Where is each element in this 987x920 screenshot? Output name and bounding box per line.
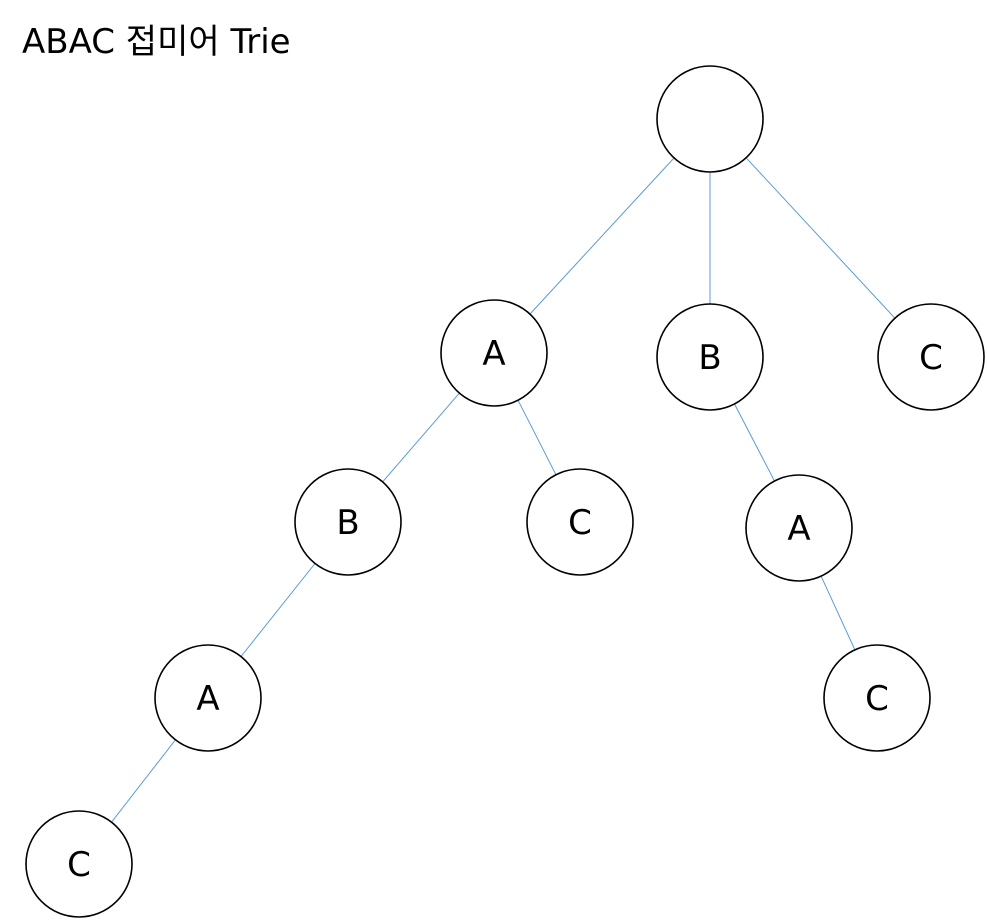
- trie-node-ab: B: [294, 468, 402, 576]
- node-circle: [294, 468, 402, 576]
- node-circle: [440, 299, 548, 407]
- edge-n_ABA-n_ABAC: [111, 739, 176, 823]
- node-label: C: [865, 679, 889, 719]
- edge-root-n_C: [745, 157, 896, 319]
- node-label: A: [482, 334, 505, 374]
- edges-layer: [111, 157, 896, 823]
- trie-node-ba: A: [745, 474, 853, 582]
- trie-node-ac: C: [526, 468, 634, 576]
- edge-n_BA-n_BAC: [820, 575, 856, 651]
- node-circle: [526, 468, 634, 576]
- edge-n_A-n_AC: [517, 399, 557, 476]
- trie-node-bac: C: [823, 644, 931, 752]
- node-label: B: [336, 503, 359, 543]
- node-label: B: [698, 338, 721, 378]
- edge-n_A-n_AB: [382, 392, 460, 483]
- trie-node-abac: C: [25, 810, 133, 918]
- edge-n_B-n_BA: [734, 403, 775, 482]
- node-circle: [154, 644, 262, 752]
- node-circle: [656, 65, 764, 173]
- trie-node-b: B: [656, 303, 764, 411]
- trie-node-aba: A: [154, 644, 262, 752]
- node-label: A: [196, 679, 219, 719]
- node-circle: [745, 474, 853, 582]
- nodes-layer: A B C B C A A C C: [25, 65, 985, 918]
- node-label: A: [787, 509, 810, 549]
- edge-root-n_A: [529, 157, 675, 315]
- node-circle: [823, 644, 931, 752]
- node-label: C: [568, 503, 592, 543]
- node-circle: [877, 303, 985, 411]
- trie-node-a: A: [440, 299, 548, 407]
- node-label: C: [67, 845, 91, 885]
- edge-n_AB-n_ABA: [240, 563, 316, 657]
- node-circle: [656, 303, 764, 411]
- trie-root-node: [656, 65, 764, 173]
- trie-node-c: C: [877, 303, 985, 411]
- node-circle: [25, 810, 133, 918]
- node-label: C: [919, 338, 943, 378]
- diagram-title: ABAC 접미어 Trie: [22, 22, 291, 62]
